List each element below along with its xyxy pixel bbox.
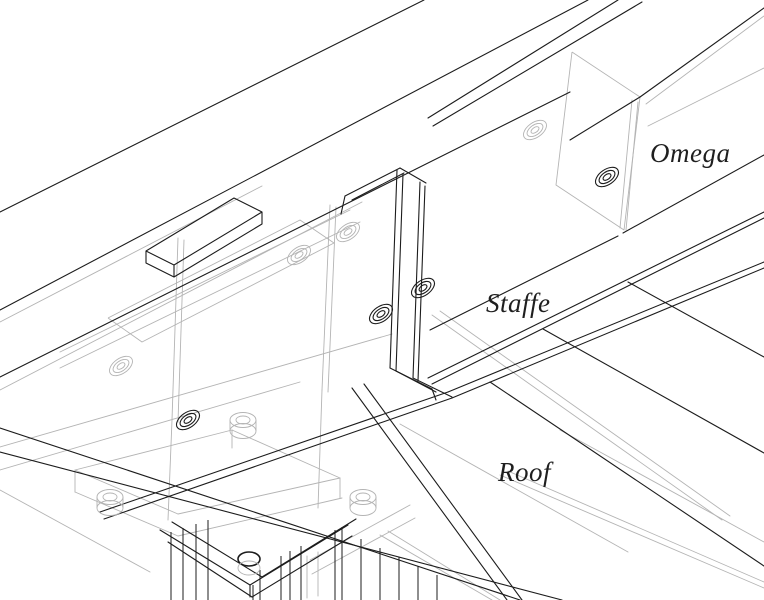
label-roof: Roof — [497, 457, 554, 487]
hex-nuts-group — [96, 412, 377, 516]
hex-bolt — [410, 277, 436, 299]
hex-nut — [96, 489, 124, 516]
hex-bolt — [175, 409, 201, 431]
hex-nut — [229, 412, 257, 439]
hex-nut — [349, 489, 377, 516]
hex-bolt — [287, 244, 311, 266]
hex-bolts-group — [109, 119, 620, 431]
base-plate-hole-group — [237, 551, 261, 576]
hex-bolt — [594, 166, 620, 188]
label-omega: Omega — [650, 138, 730, 168]
hidden-edges-group — [0, 15, 764, 600]
hex-bolt — [523, 119, 547, 141]
label-staffe: Staffe — [486, 288, 551, 318]
batten-hatch-group — [170, 520, 438, 600]
hex-bolt — [368, 303, 394, 325]
hex-bolt — [336, 221, 360, 243]
hex-bolt — [109, 355, 133, 377]
